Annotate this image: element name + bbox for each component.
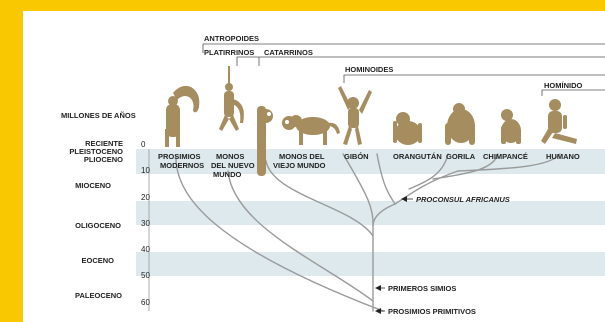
spider-monkey-icon (219, 66, 244, 131)
band-recent (136, 149, 605, 174)
prosimios-primitivos-label: PROSIMIOS PRIMITIVOS (388, 307, 476, 316)
hominido-label: HOMÍNIDO (544, 81, 582, 90)
hominido-bracket (542, 90, 605, 96)
label-monos-1: MONOS (216, 152, 244, 161)
epoch-plioceno: PLIOCENO (84, 155, 123, 164)
catarrinos-bracket (259, 57, 605, 66)
tick-30: 30 (141, 219, 150, 228)
label-viejo-1: MONOS DEL (279, 152, 325, 161)
label-viejo-2: VIEJO MUNDO (273, 161, 326, 170)
label-monos-3: MUNDO (213, 170, 241, 179)
primeros-simios-label: PRIMEROS SIMIOS (388, 284, 456, 293)
arrow-head-primeros (375, 285, 381, 291)
label-orangutan: ORANGUTÁN (393, 152, 442, 161)
platirrinos-label: PLATIRRINOS (204, 48, 254, 57)
label-gibon: GIBÓN (344, 152, 369, 161)
lemur-icon (165, 86, 199, 147)
epoch-oligoceno: OLIGOCENO (75, 221, 121, 230)
tick-0: 0 (141, 140, 146, 149)
gorilla-icon (445, 103, 475, 145)
label-chimpance: CHIMPANCÉ (483, 152, 528, 161)
evolution-tree-diagram: ANTROPOIDES PLATIRRINOS CATARRINOS HOMIN… (23, 11, 605, 322)
catarrinos-label: CATARRINOS (264, 48, 313, 57)
label-prosimios-1: PROSIMIOS (158, 152, 201, 161)
branch-prosimios (176, 156, 383, 311)
label-gorila: GORILA (446, 152, 476, 161)
clade-labels: ANTROPOIDES PLATIRRINOS CATARRINOS HOMIN… (204, 34, 582, 90)
baboon-icon (290, 115, 340, 145)
figure-panel: ANTROPOIDES PLATIRRINOS CATARRINOS HOMIN… (23, 11, 605, 322)
epoch-eoceno: EOCENO (81, 256, 114, 265)
tick-10: 10 (141, 166, 150, 175)
band-40-50 (136, 252, 605, 276)
band-20-30 (136, 201, 605, 225)
epoch-paleoceno: PALEOCENO (75, 291, 122, 300)
tick-40: 40 (141, 245, 150, 254)
tick-60: 60 (141, 298, 150, 307)
time-bands (136, 149, 605, 311)
label-monos-2: DEL NUEVO (211, 161, 255, 170)
tick-20: 20 (141, 193, 150, 202)
axis-title: MILLONES DE AÑOS (61, 111, 136, 120)
label-prosimios-2: MODERNOS (160, 161, 204, 170)
orangutan-icon (393, 112, 422, 145)
human-icon (541, 99, 577, 144)
branch-nuevo-mundo (228, 171, 373, 301)
epoch-labels: RECIENTE PLEISTOCENO PLIOCENO MIOCENO OL… (69, 139, 123, 300)
gibbon-icon (338, 86, 372, 145)
label-humano: HUMANO (546, 152, 580, 161)
epoch-mioceno: MIOCENO (75, 181, 111, 190)
chimpanzee-icon (501, 109, 521, 144)
antropoides-label: ANTROPOIDES (204, 34, 259, 43)
hominoides-label: HOMINOIDES (345, 65, 393, 74)
tick-50: 50 (141, 271, 150, 280)
proconsul-label: PROCONSUL AFRICANUS (416, 195, 510, 204)
platirrinos-bracket (237, 57, 259, 66)
